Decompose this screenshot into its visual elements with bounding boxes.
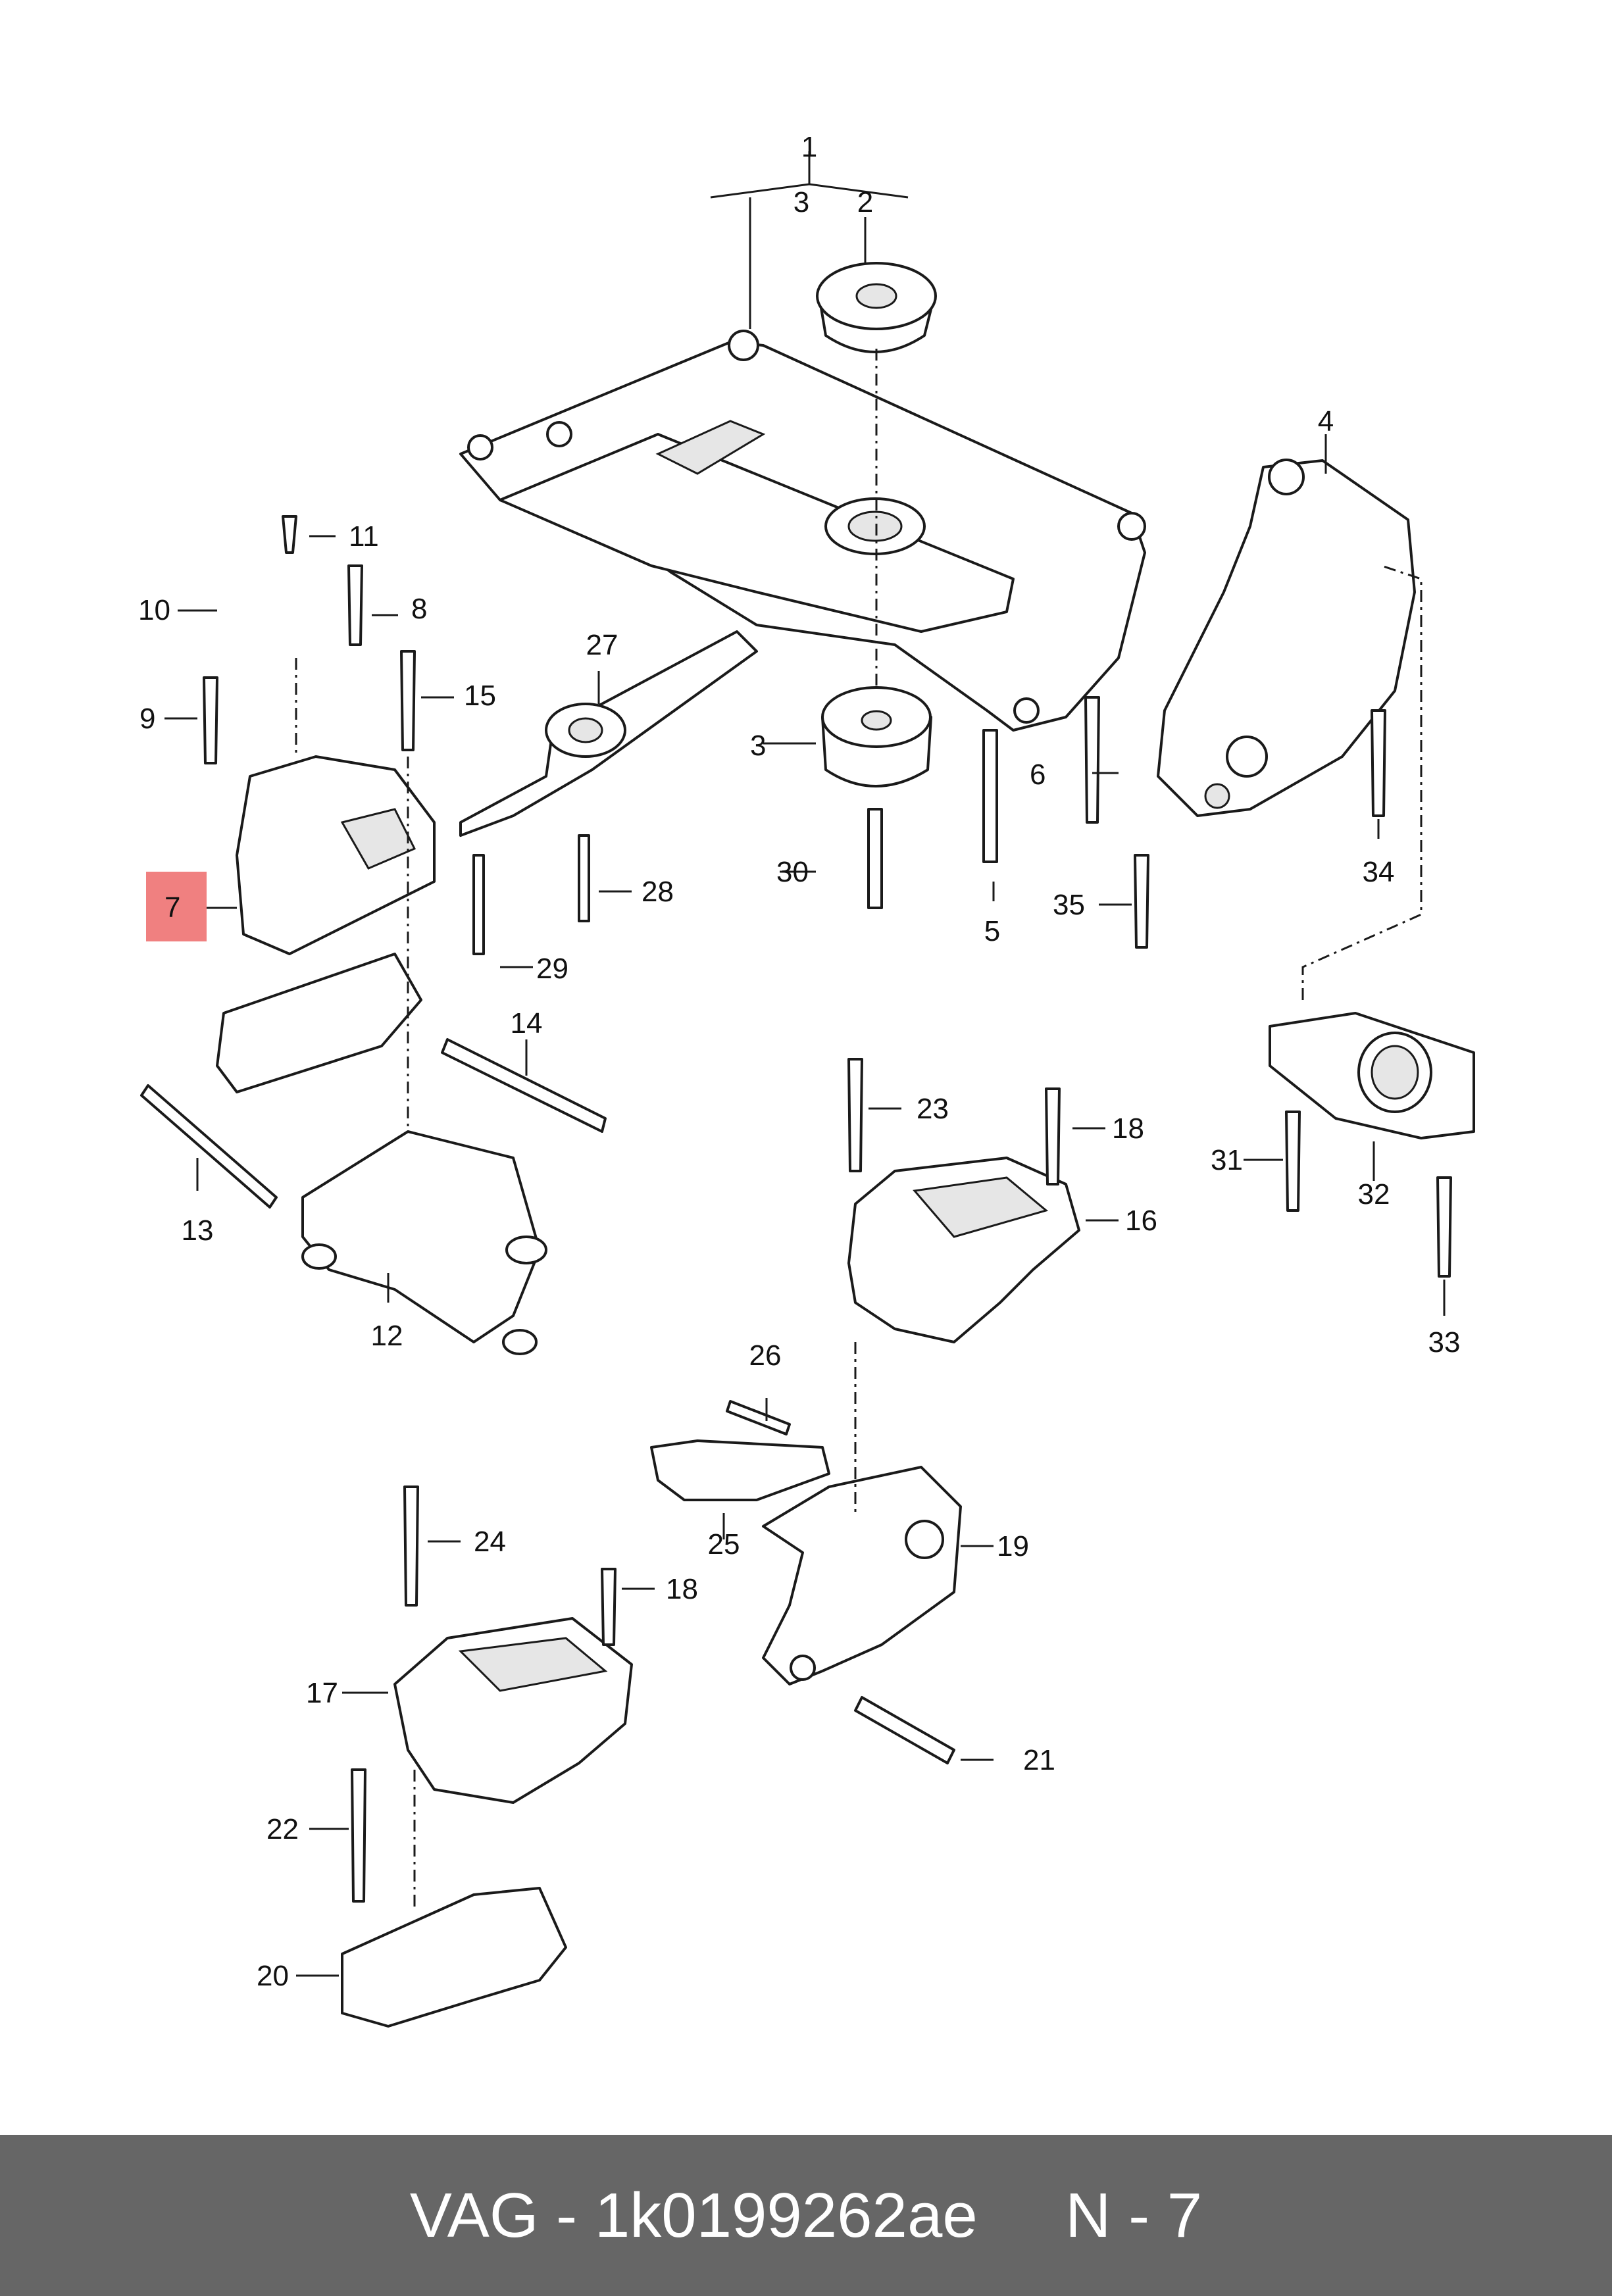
right-bracket — [1157, 459, 1416, 817]
callout-35: 35 — [1053, 889, 1085, 921]
footer-bar: VAG - 1k0199262ae N - 7 — [0, 2135, 1612, 2296]
callout-1: 1 — [801, 131, 817, 163]
callout-27: 27 — [586, 629, 618, 661]
callout-8: 8 — [411, 593, 427, 625]
assembly-lines — [295, 349, 1423, 1908]
callout-9: 9 — [139, 703, 155, 735]
callout-6: 6 — [1030, 759, 1045, 791]
small-arm — [650, 1439, 830, 1501]
footer-position: N - 7 — [1065, 2180, 1203, 2251]
callout-33: 33 — [1428, 1326, 1461, 1359]
leader-lines — [164, 151, 1446, 1977]
callout-10: 10 — [138, 594, 170, 626]
callout-5: 5 — [984, 915, 1000, 947]
callout-29: 29 — [536, 953, 568, 985]
callout-23: 23 — [917, 1093, 949, 1125]
callout-26: 26 — [749, 1339, 782, 1372]
callout-17: 17 — [306, 1677, 338, 1709]
parts-diagram: 1 3 2 4 11 8 10 27 15 9 3 6 7 30 28 35 3… — [138, 131, 1475, 2028]
subframe — [459, 330, 1146, 732]
footer-caption: VAG - 1k0199262ae N - 7 — [409, 2180, 1203, 2251]
footer-part-number: 1k0199262ae — [594, 2180, 978, 2251]
highlight-box — [146, 872, 207, 941]
callout-2: 2 — [857, 186, 873, 218]
transmission-mount-upper — [847, 1157, 1080, 1343]
callout-13: 13 — [182, 1214, 214, 1247]
lower-bracket — [762, 1466, 962, 1685]
engine-mount — [216, 755, 436, 1093]
lower-bush — [821, 686, 932, 787]
callout-22: 22 — [266, 1813, 299, 1845]
callout-3-bottom: 3 — [750, 730, 766, 762]
callout-20: 20 — [257, 1960, 289, 1992]
callout-32: 32 — [1358, 1178, 1390, 1210]
torque-arm — [459, 630, 758, 837]
callout-19: 19 — [997, 1530, 1029, 1562]
callout-24: 24 — [474, 1526, 506, 1558]
callout-25: 25 — [708, 1528, 740, 1560]
callout-31: 31 — [1211, 1144, 1243, 1176]
callout-4: 4 — [1318, 405, 1334, 437]
bush-housing — [1269, 1012, 1475, 1139]
callout-labels: 1 3 2 4 11 8 10 27 15 9 3 6 7 30 28 35 3… — [138, 131, 1460, 1992]
bolts — [140, 515, 1452, 1903]
callout-30: 30 — [776, 856, 809, 888]
callout-11: 11 — [349, 520, 379, 553]
callout-16: 16 — [1125, 1205, 1157, 1237]
footer-brand: VAG — [409, 2180, 539, 2251]
mount-bracket — [341, 1887, 567, 2028]
callout-18-upper: 18 — [1112, 1112, 1144, 1145]
callout-18-lower: 18 — [666, 1573, 698, 1605]
callout-28: 28 — [642, 876, 674, 908]
callout-7: 7 — [164, 891, 180, 924]
callout-12: 12 — [371, 1320, 403, 1352]
callout-34: 34 — [1363, 856, 1395, 888]
gearbox-bracket — [301, 1130, 547, 1355]
transmission-mount-lower — [393, 1617, 633, 1804]
callout-15: 15 — [464, 680, 496, 712]
callout-21: 21 — [1023, 1744, 1055, 1776]
upper-bush — [816, 262, 937, 353]
callout-14: 14 — [511, 1007, 543, 1039]
callout-3-top: 3 — [793, 186, 809, 218]
